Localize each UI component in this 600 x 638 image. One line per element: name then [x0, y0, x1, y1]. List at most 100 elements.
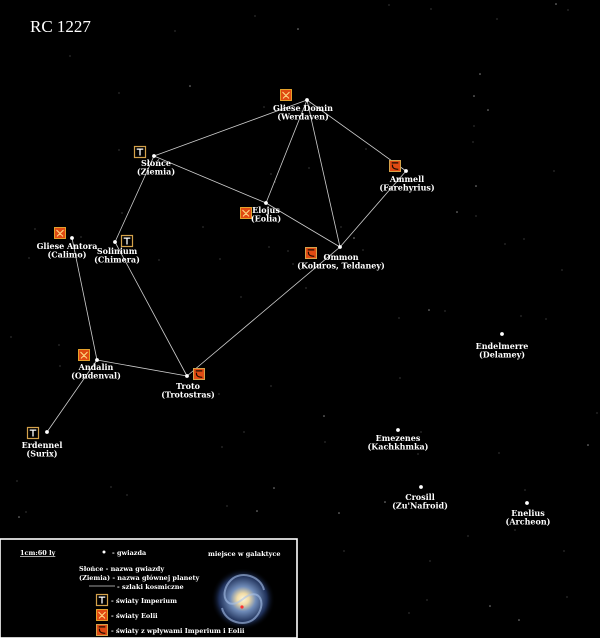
planet-name: (Surix) [26, 449, 57, 459]
star-name: Solinium [97, 246, 138, 256]
background-star [202, 226, 204, 228]
background-star [428, 309, 430, 311]
background-star [429, 560, 431, 562]
planet-name: (Calimo) [48, 250, 87, 260]
planet-name: (Ziemia) [137, 167, 175, 177]
background-star [561, 269, 563, 271]
background-star [340, 226, 342, 228]
star-system-andalin: Andalin(Ondenval) [71, 349, 121, 381]
background-star [467, 535, 469, 537]
legend-mixed: - światy z wpływami Imperium i Eolii [111, 627, 245, 635]
background-star [567, 9, 569, 11]
background-star [221, 446, 223, 448]
background-star [308, 167, 310, 169]
legend-naming-planet: (Ziemia) - nazwa głównej planety [79, 574, 200, 582]
space-lane [71, 237, 98, 361]
background-star [174, 30, 176, 32]
star-name: Elojus [252, 205, 280, 215]
background-star [240, 296, 242, 298]
star-dot [419, 485, 423, 489]
background-star [189, 85, 191, 87]
space-lane [46, 359, 98, 433]
background-star [596, 412, 598, 414]
star-system-solinium: Solinium(Chimera) [94, 234, 140, 265]
background-star [473, 95, 475, 97]
background-star [338, 512, 340, 514]
space-lane [339, 170, 407, 248]
star-system-erdennel: Erdennel(Surix) [22, 426, 62, 459]
galaxy-location-marker [240, 605, 244, 609]
star-name: Gliese Antora [37, 241, 98, 251]
star-system-slonce: Słońce(Ziemia) [133, 145, 175, 177]
background-star [475, 185, 477, 187]
background-star [489, 605, 491, 607]
space-lane [153, 99, 308, 157]
mixed-influence-icon [305, 247, 317, 259]
background-star [430, 8, 432, 10]
background-star [398, 317, 400, 319]
star-dot [525, 501, 529, 505]
eolia-icon [78, 349, 90, 361]
planet-name: (Farehyrius) [379, 183, 435, 193]
imperium-icon [26, 426, 40, 440]
background-star [420, 431, 422, 433]
background-star [10, 336, 12, 338]
background-star [305, 287, 307, 289]
star-system-enelius: Enelius(Archeon) [506, 501, 551, 527]
background-star [292, 263, 294, 265]
background-star [479, 73, 481, 75]
planet-name: (Trotostras) [161, 390, 215, 400]
star-dot [70, 236, 74, 240]
background-star [473, 125, 475, 127]
legend-naming-star: Słońce - nazwa gwiazdy [79, 565, 164, 573]
background-star [487, 109, 489, 111]
background-star [273, 487, 275, 489]
background-star [309, 103, 311, 105]
background-star [399, 377, 401, 379]
space-lane [153, 155, 267, 204]
background-star [365, 148, 367, 150]
star-dot [305, 98, 309, 102]
star-name: Ommon [323, 252, 358, 262]
background-star [545, 318, 547, 320]
imperium-icon [95, 593, 109, 607]
background-star [34, 228, 36, 230]
star-system-emezenes: Emezenes(Kachkhmka) [368, 428, 429, 452]
background-star [25, 511, 27, 513]
eolia-icon [54, 227, 66, 239]
space-lane [186, 246, 341, 377]
background-star [353, 237, 355, 239]
background-star [270, 385, 272, 387]
background-star [126, 494, 128, 496]
background-star [555, 3, 557, 5]
background-star [388, 4, 390, 6]
star-system-elojus: Elojus(Eolia) [240, 201, 281, 224]
star-name: Gliese Domin [273, 103, 333, 113]
background-star [475, 215, 477, 217]
star-name: Andalin [78, 362, 114, 372]
background-star [566, 596, 568, 598]
background-star [388, 446, 390, 448]
background-star [324, 441, 326, 443]
background-stars [10, 3, 598, 621]
background-star [118, 149, 120, 151]
background-star [323, 415, 325, 417]
background-star [118, 92, 120, 94]
background-star [80, 236, 82, 238]
background-star [520, 315, 522, 317]
background-star [514, 529, 516, 531]
mixed-influence-icon [389, 160, 401, 172]
planet-name: (Delamey) [479, 350, 525, 360]
background-star [268, 246, 270, 248]
background-star [343, 550, 345, 552]
background-star [243, 431, 245, 433]
star-name: Endelmerre [476, 341, 529, 351]
background-star [110, 486, 112, 488]
background-star [496, 18, 498, 20]
mixed-influence-icon [96, 624, 108, 636]
background-star [18, 516, 20, 518]
background-star [300, 110, 302, 112]
space-lanes [46, 99, 407, 433]
star-dot [338, 245, 342, 249]
